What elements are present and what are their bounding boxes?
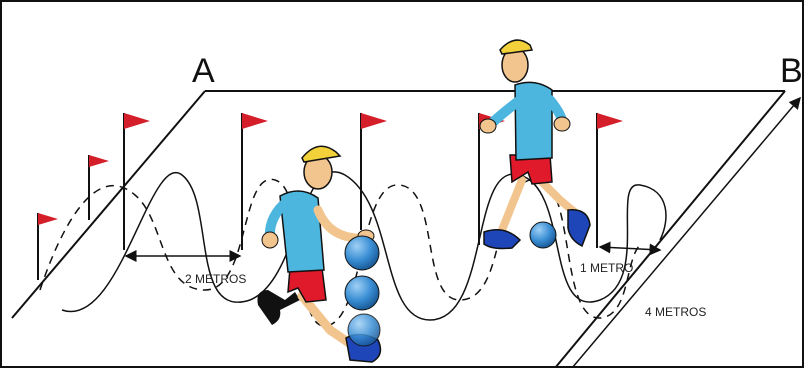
arrow-1-metro	[600, 247, 660, 250]
label-1-metro: 1 METRO	[580, 261, 633, 275]
dashed-slalom-path	[40, 179, 640, 326]
label-4-metros: 4 METROS	[645, 305, 706, 319]
player-walking-icon	[480, 40, 590, 248]
field-outline	[12, 91, 785, 368]
arrow-4-metros	[572, 98, 800, 368]
ball-icon	[530, 222, 556, 248]
label-2-metros: 2 METROS	[185, 272, 246, 286]
ball-icon	[348, 314, 380, 346]
label-point-a: A	[192, 52, 215, 90]
ball-icon	[345, 276, 379, 310]
ball-icon	[345, 236, 379, 270]
flag-icon	[89, 155, 109, 220]
flag-icon	[597, 113, 623, 248]
label-point-b: B	[780, 52, 803, 90]
flag-icon	[38, 213, 58, 280]
